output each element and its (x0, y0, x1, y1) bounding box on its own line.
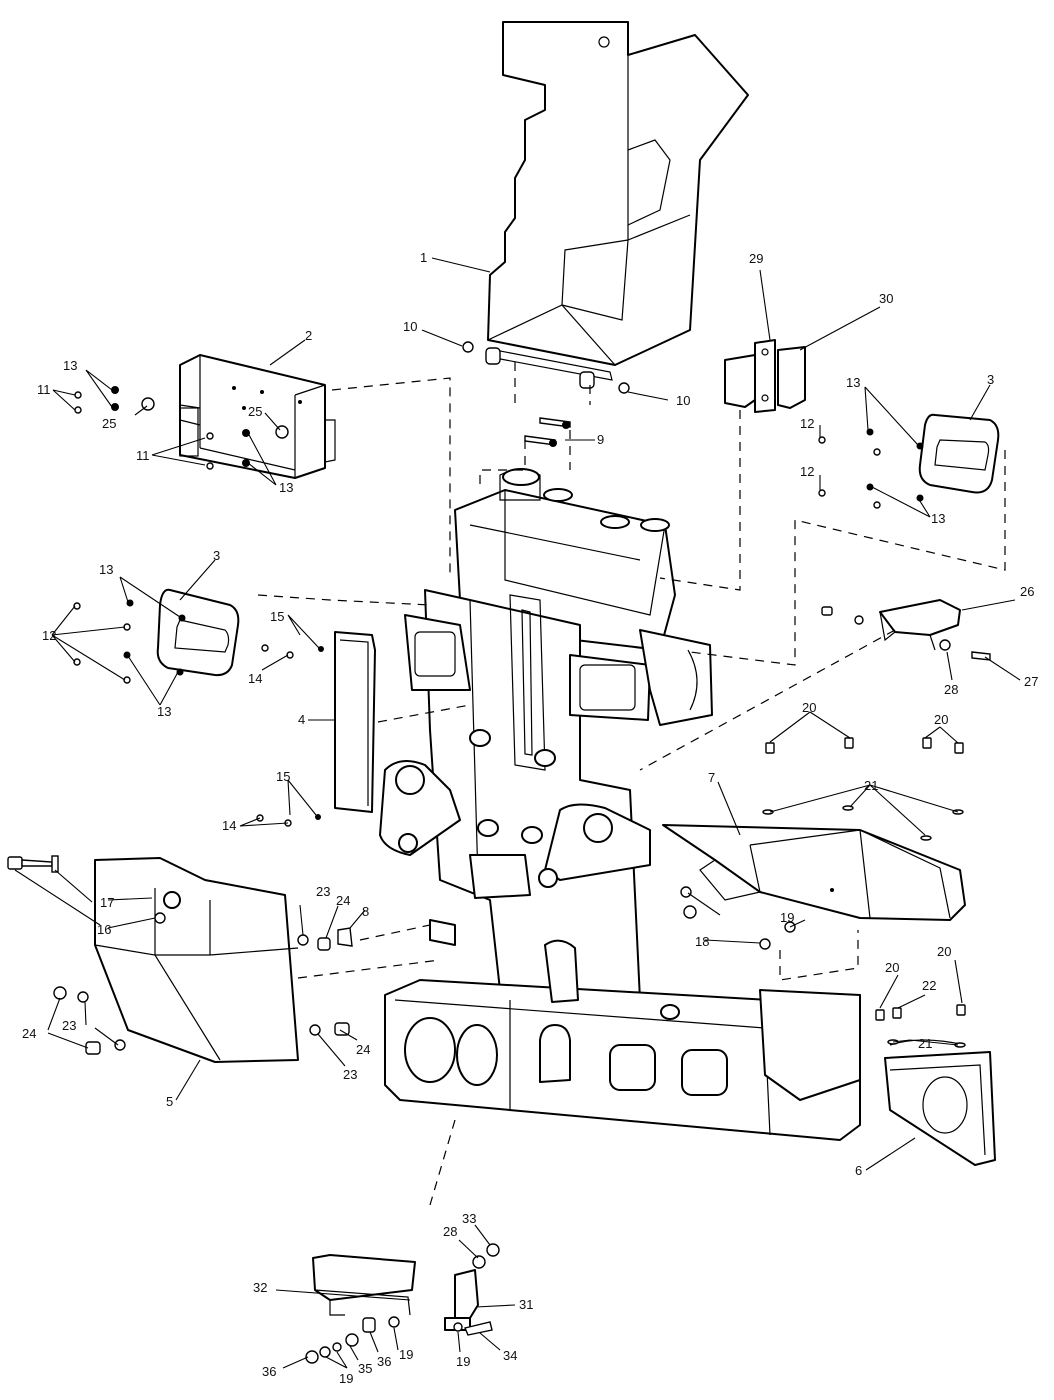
callout-35: 35 (358, 1361, 372, 1376)
callout-31: 31 (519, 1297, 533, 1312)
callout-29: 29 (749, 251, 763, 266)
callout-36-b: 36 (377, 1354, 391, 1369)
callout-12-left: 12 (42, 628, 56, 643)
callout-21-a: 21 (864, 778, 878, 793)
callout-10-right: 10 (676, 393, 690, 408)
part-5-left-shield (94, 857, 299, 1063)
callout-22: 22 (922, 978, 936, 993)
callout-28-b: 28 (443, 1224, 457, 1239)
callout-19-b: 19 (399, 1347, 413, 1362)
callout-15-b: 15 (276, 769, 290, 784)
callout-14-a: 14 (248, 671, 262, 686)
part-3-cover-right (918, 413, 1000, 494)
callout-13-b: 13 (279, 480, 293, 495)
callout-26: 26 (1020, 584, 1034, 599)
callout-13-f: 13 (157, 704, 171, 719)
callout-7: 7 (708, 770, 715, 785)
callout-25-b: 25 (248, 404, 262, 419)
part-2-electrical-box (179, 354, 336, 479)
callout-1: 1 (420, 250, 427, 265)
callout-19-c: 19 (456, 1354, 470, 1369)
callout-20-b: 20 (934, 712, 948, 727)
callout-13-d: 13 (931, 511, 945, 526)
callout-20-d: 20 (937, 944, 951, 959)
callout-20-a: 20 (802, 700, 816, 715)
callout-17: 17 (100, 895, 114, 910)
callout-27: 27 (1024, 674, 1038, 689)
callout-12-right-top: 12 (800, 416, 814, 431)
explosion-lines (257, 362, 1006, 1206)
part-29-30-brackets (724, 339, 806, 413)
callout-labels: 1 2 3 3 4 5 6 7 8 9 10 10 11 11 12 12 12… (22, 250, 1038, 1386)
callout-19-a: 19 (780, 910, 794, 925)
callout-23-b: 23 (62, 1018, 76, 1033)
callout-23-c: 23 (343, 1067, 357, 1082)
callout-3-left: 3 (213, 548, 220, 563)
fasteners (7, 341, 991, 1055)
callout-24-a: 24 (336, 893, 350, 908)
callout-20-c: 20 (885, 960, 899, 975)
callout-4: 4 (298, 712, 305, 727)
callout-6: 6 (855, 1163, 862, 1178)
callout-2: 2 (305, 328, 312, 343)
callout-33: 33 (462, 1211, 476, 1226)
callout-11-bottom: 11 (136, 448, 150, 463)
part-7-duct (662, 824, 966, 921)
callout-32: 32 (253, 1280, 267, 1295)
callout-15-a: 15 (270, 609, 284, 624)
callout-25-a: 25 (102, 416, 116, 431)
callout-3-right: 3 (987, 372, 994, 387)
callout-12-right-bottom: 12 (800, 464, 814, 479)
part-4-panel (334, 631, 376, 813)
callout-19-d: 19 (339, 1371, 353, 1386)
part-26-bracket (879, 599, 961, 651)
callout-13-c: 13 (846, 375, 860, 390)
part-3-cover-left (156, 588, 240, 677)
callout-8: 8 (362, 904, 369, 919)
callout-11-top: 11 (37, 382, 51, 397)
callout-16: 16 (97, 922, 111, 937)
callout-10-left: 10 (403, 319, 417, 334)
leader-lines (14, 257, 1021, 1369)
part-6-right-bracket (884, 1039, 996, 1166)
main-frame (379, 468, 861, 1141)
callout-34: 34 (503, 1348, 517, 1363)
callout-13-a: 13 (63, 358, 77, 373)
part-1-upper-hood (485, 21, 749, 389)
callout-24-c: 24 (356, 1042, 370, 1057)
callout-28-a: 28 (944, 682, 958, 697)
callout-24-b: 24 (22, 1026, 36, 1041)
callout-14-b: 14 (222, 818, 236, 833)
callout-36-a: 36 (262, 1364, 276, 1379)
bottom-subassembly (305, 1243, 500, 1364)
callout-21-b: 21 (918, 1036, 932, 1051)
callout-30: 30 (879, 291, 893, 306)
callout-9: 9 (597, 432, 604, 447)
callout-13-e: 13 (99, 562, 113, 577)
callout-5: 5 (166, 1094, 173, 1109)
callout-23-a: 23 (316, 884, 330, 899)
callout-18: 18 (695, 934, 709, 949)
